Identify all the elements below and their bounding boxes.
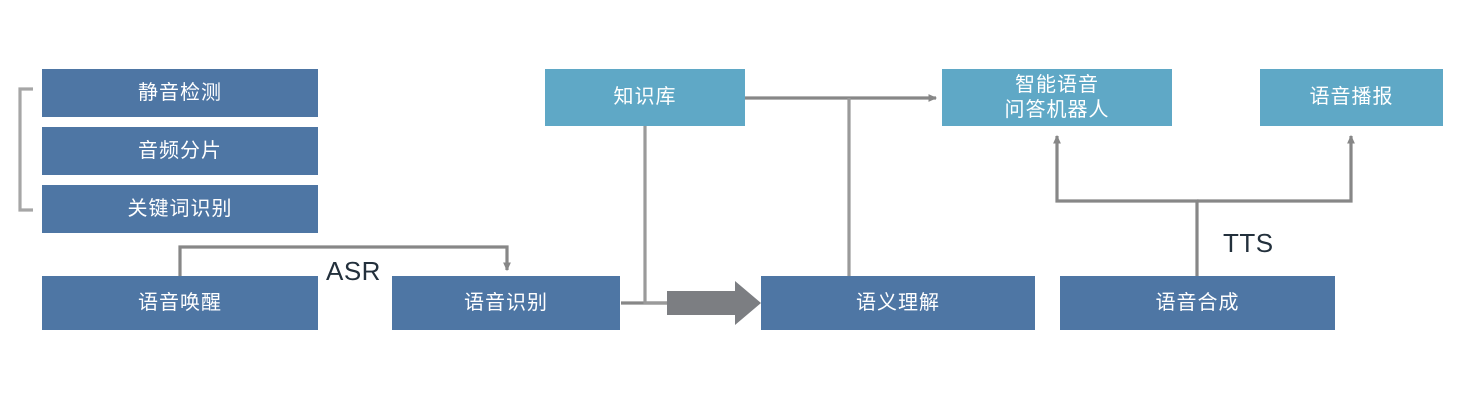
node-qa-robot[interactable]: 智能语音 问答机器人: [942, 69, 1172, 126]
node-voice-broadcast[interactable]: 语音播报: [1260, 69, 1443, 126]
edge-label-asr: ASR: [322, 256, 385, 287]
node-label: 音频分片: [138, 139, 222, 162]
edge-label-tts: TTS: [1219, 228, 1278, 259]
node-label: 语音唤醒: [138, 291, 222, 314]
wire-recognition-to-semantic: [621, 281, 761, 325]
node-label: 智能语音 问答机器人: [1004, 73, 1110, 121]
wire-knowledge-to-semantic: [643, 126, 667, 305]
node-label: 语音合成: [1155, 291, 1240, 314]
node-label: 关键词识别: [127, 197, 233, 220]
node-speech-synthesis[interactable]: 语音合成: [1060, 276, 1335, 330]
group-bracket-icon: [18, 87, 33, 212]
node-semantic-understanding[interactable]: 语义理解: [761, 276, 1035, 330]
node-keyword-spotting[interactable]: 关键词识别: [42, 185, 318, 233]
node-silence-detection[interactable]: 静音检测: [42, 69, 318, 117]
node-audio-slicing[interactable]: 音频分片: [42, 127, 318, 175]
node-label: 静音检测: [138, 81, 222, 104]
node-label: 语音识别: [464, 291, 548, 314]
node-voice-wakeup[interactable]: 语音唤醒: [42, 276, 318, 330]
node-label: 语音播报: [1309, 86, 1394, 108]
node-label: 知识库: [613, 86, 677, 108]
wire-synthesis-to-tts-split: [1053, 134, 1355, 276]
node-label: 语义理解: [856, 291, 940, 314]
wire-wakeup-to-recognition: [178, 245, 511, 276]
node-knowledge-base[interactable]: 知识库: [545, 69, 745, 126]
edge-label-text: ASR: [326, 256, 381, 286]
node-speech-recognition[interactable]: 语音识别: [392, 276, 620, 330]
edge-label-text: TTS: [1223, 228, 1274, 258]
